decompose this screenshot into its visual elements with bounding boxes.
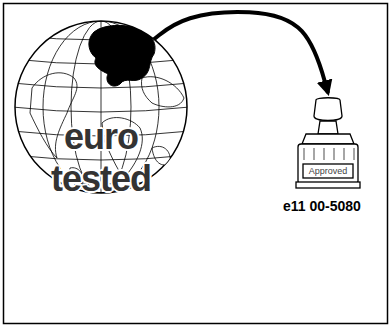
europe-highlight xyxy=(89,25,155,86)
stamp-rib xyxy=(304,148,305,160)
stamp-rib xyxy=(314,148,315,160)
stamp-rib xyxy=(344,148,345,160)
landmass xyxy=(141,77,184,107)
stamp-collar xyxy=(302,134,354,144)
stamp-base xyxy=(296,182,360,188)
logo-text: euro tested xyxy=(26,116,176,200)
landmass xyxy=(152,146,170,164)
parallel xyxy=(12,83,190,88)
stamp-neck xyxy=(318,121,338,134)
parallel xyxy=(12,107,190,112)
stamp-plate xyxy=(303,164,353,178)
approval-number: e11 00-5080 xyxy=(283,198,361,214)
stamp-node: Approved xyxy=(290,96,366,192)
stamp-knob xyxy=(314,98,342,121)
frame-rect xyxy=(4,4,388,324)
stamp-rib xyxy=(324,148,325,160)
stamp-body xyxy=(298,144,358,184)
stamp-label: Approved xyxy=(305,166,351,177)
stamp-rib xyxy=(334,148,335,160)
stamp-rib xyxy=(354,148,355,160)
stamp-illustration xyxy=(290,96,366,192)
globe-node: euro tested xyxy=(12,18,190,196)
